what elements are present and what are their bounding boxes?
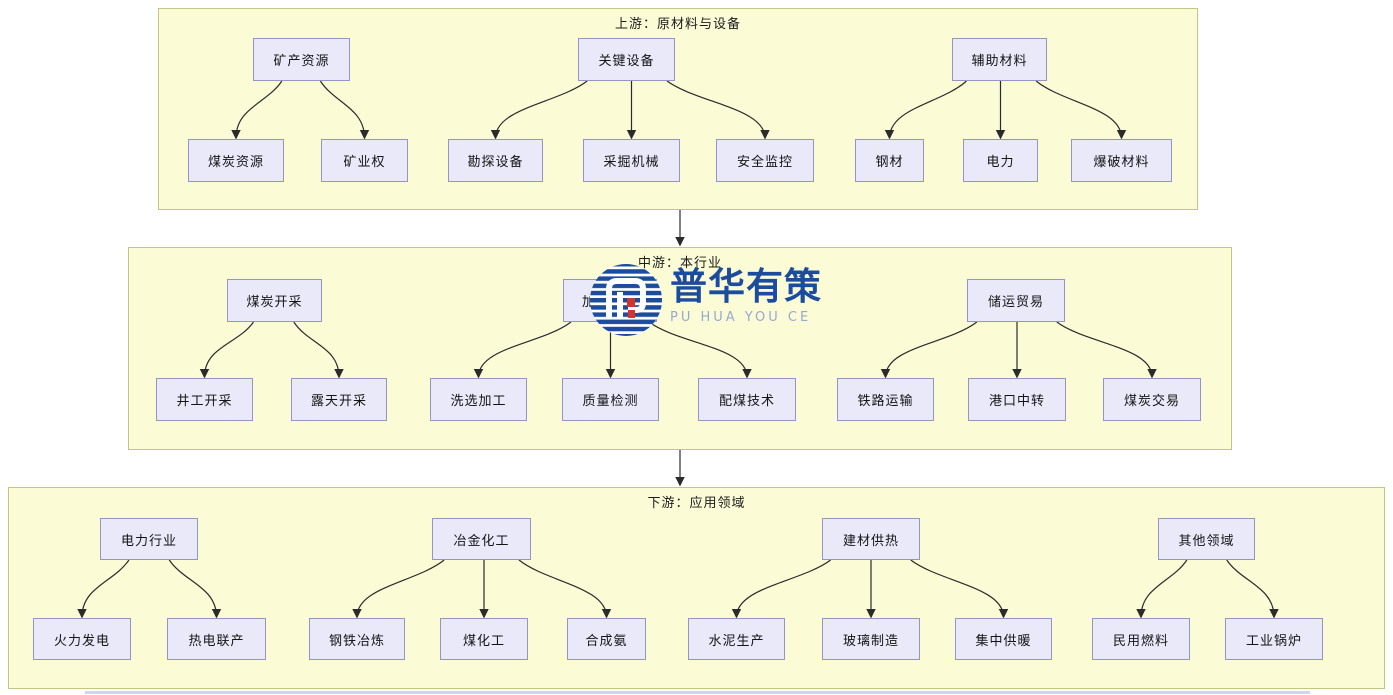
node-steel-smelting: 钢铁冶炼 [309,618,405,660]
node-civil-fuel: 民用燃料 [1092,618,1190,660]
node-synthetic-ammonia: 合成氨 [567,618,646,660]
node-cogeneration: 热电联产 [167,618,266,660]
node-cement-production: 水泥生产 [688,618,785,660]
node-key-equipment: 关键设备 [578,38,675,81]
puhuayouce-logo-icon [590,264,662,336]
node-port-transfer: 港口中转 [968,378,1066,421]
brand-name-cn: 普华有策 [670,265,822,308]
section-label-midstream: 中游：本行业 [637,256,722,271]
node-coal-chemical: 煤化工 [440,618,528,660]
node-open-pit-mining: 露天开采 [291,378,387,421]
node-industrial-boilers: 工业锅炉 [1225,618,1323,660]
node-blasting-materials: 爆破材料 [1071,139,1172,182]
section-label-upstream: 上游：原材料与设备 [614,17,741,32]
node-auxiliary-materials: 辅助材料 [952,38,1047,81]
node-power-industry: 电力行业 [100,518,198,560]
node-quality-testing: 质量检测 [562,378,659,421]
node-steel: 钢材 [855,139,924,182]
node-coal-trading: 煤炭交易 [1103,378,1201,421]
node-building-materials-heating: 建材供热 [822,518,920,560]
node-thermal-power: 火力发电 [33,618,131,660]
node-railway-transport: 铁路运输 [837,378,934,421]
node-mining-rights: 矿业权 [321,139,408,182]
brand-name-en: PU HUA YOU CE [670,310,812,325]
puhuayouce-watermark: 普华有策 PU HUA YOU CE [588,260,822,338]
node-coal-blending-tech: 配煤技术 [698,378,796,421]
node-mineral-resources: 矿产资源 [253,38,350,81]
node-other-fields: 其他领域 [1158,518,1255,560]
node-metallurgy-chemical: 冶金化工 [432,518,531,560]
node-electricity: 电力 [963,139,1038,182]
section-label-downstream: 下游：应用领域 [647,496,746,511]
node-safety-monitoring: 安全监控 [716,139,814,182]
node-underground-mining: 井工开采 [156,378,253,421]
node-central-heating: 集中供暖 [955,618,1052,660]
node-coal-resources: 煤炭资源 [188,139,284,182]
node-exploration-equipment: 勘探设备 [448,139,543,182]
node-storage-transport-trade: 储运贸易 [967,279,1065,322]
node-mining-machinery: 采掘机械 [583,139,680,182]
bottom-divider [85,691,1310,694]
node-washing-processing: 洗选加工 [430,378,527,421]
node-coal-mining: 煤炭开采 [227,279,322,322]
node-glass-manufacturing: 玻璃制造 [822,618,920,660]
